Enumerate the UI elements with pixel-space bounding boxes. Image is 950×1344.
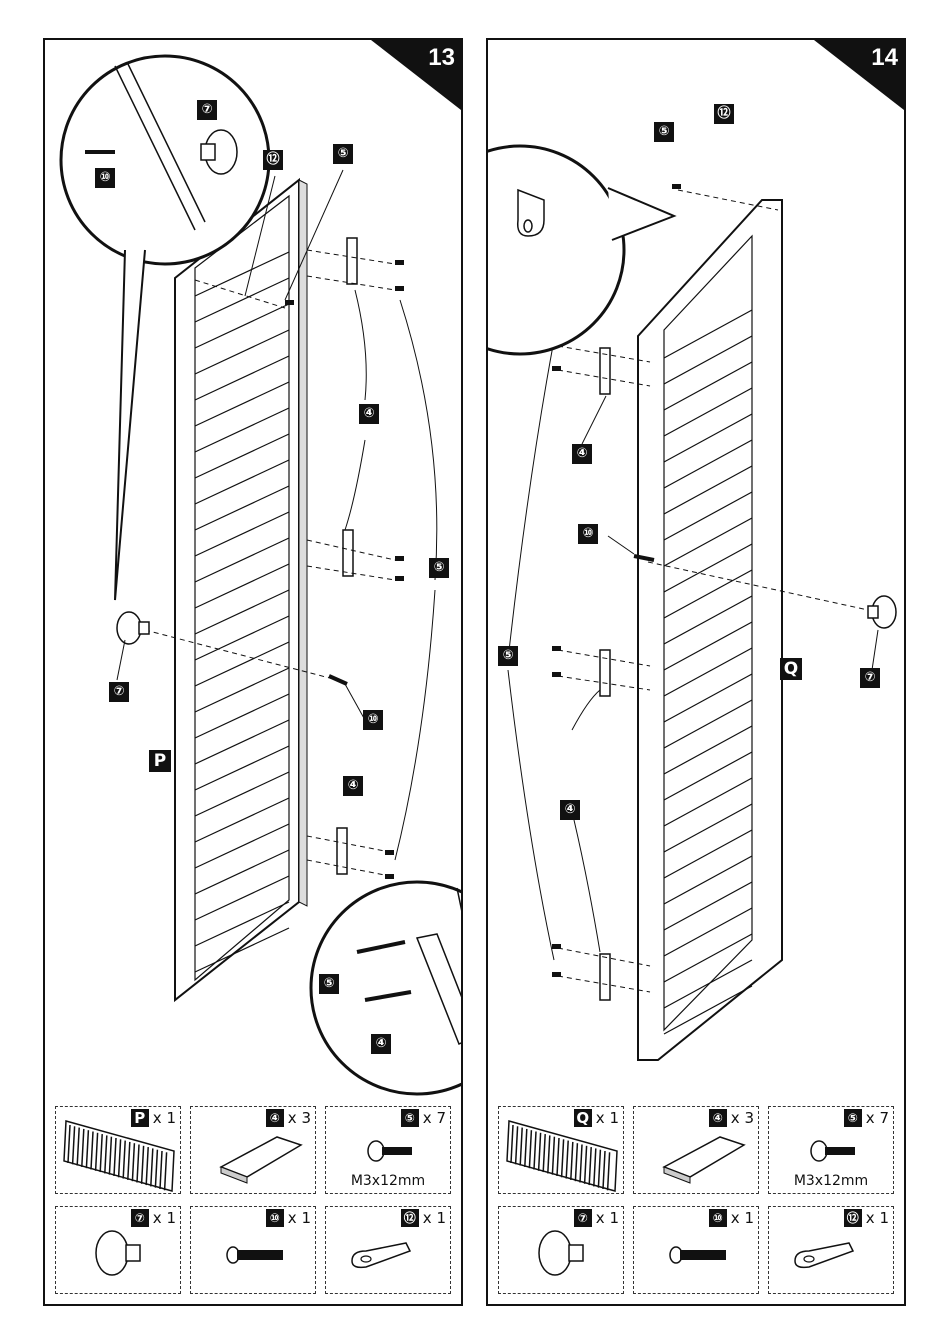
part-qty: x 1 (153, 1109, 176, 1127)
part-id: ⑦ (574, 1209, 592, 1227)
part-id: ⑦ (131, 1209, 149, 1227)
part-label-Q: Q (780, 658, 802, 680)
callout-hinge: ④ (572, 444, 592, 464)
part-qty: x 1 (731, 1209, 754, 1227)
callout-hinge: ④ (359, 404, 379, 424)
step-number-badge: 13 (371, 40, 461, 110)
part-qty: x 1 (866, 1209, 889, 1227)
callout-hinge: ④ (343, 776, 363, 796)
part-id: ⑩ (709, 1209, 727, 1227)
callout-bolt: ⑩ (578, 524, 598, 544)
step-number-badge: 14 (814, 40, 904, 110)
part-qty: x 1 (596, 1109, 619, 1127)
callout-knob: ⑦ (197, 100, 217, 120)
detail-circle-plate (488, 146, 674, 354)
part-qty: x 7 (866, 1109, 889, 1127)
part-id: ⑤ (844, 1109, 862, 1127)
part-id: Q (574, 1109, 592, 1127)
callout-plate: ⑫ (714, 104, 734, 124)
part-qty: x 3 (288, 1109, 311, 1127)
callout-bolt: ⑩ (363, 710, 383, 730)
callout-knob: ⑦ (109, 682, 129, 702)
step-number: 14 (871, 44, 898, 72)
knob-drawing (117, 612, 149, 644)
part-qty: x 1 (596, 1209, 619, 1227)
callout-knob: ⑦ (860, 668, 880, 688)
part-spec: M3x12mm (769, 1173, 893, 1189)
part-id: ④ (709, 1109, 727, 1127)
callout-bolt: ⑩ (95, 168, 115, 188)
callout-plate: ⑫ (263, 150, 283, 170)
callout-screw: ⑤ (654, 122, 674, 142)
callout-screw: ⑤ (429, 558, 449, 578)
part-spec: M3x12mm (326, 1173, 450, 1189)
callout-screw: ⑤ (319, 974, 339, 994)
callout-hinge: ④ (560, 800, 580, 820)
callout-screw: ⑤ (498, 646, 518, 666)
part-qty: x 1 (288, 1209, 311, 1227)
part-id: ⑤ (401, 1109, 419, 1127)
callout-hinge: ④ (371, 1034, 391, 1054)
part-qty: x 1 (153, 1209, 176, 1227)
part-qty: x 7 (423, 1109, 446, 1127)
part-id: ⑫ (401, 1209, 419, 1227)
part-id: ④ (266, 1109, 284, 1127)
step-number: 13 (428, 44, 455, 72)
part-id: ⑩ (266, 1209, 284, 1227)
part-qty: x 1 (423, 1209, 446, 1227)
part-qty: x 3 (731, 1109, 754, 1127)
part-id: ⑫ (844, 1209, 862, 1227)
part-id: P (131, 1109, 149, 1127)
callout-screw: ⑤ (333, 144, 353, 164)
part-label-P: P (149, 750, 171, 772)
